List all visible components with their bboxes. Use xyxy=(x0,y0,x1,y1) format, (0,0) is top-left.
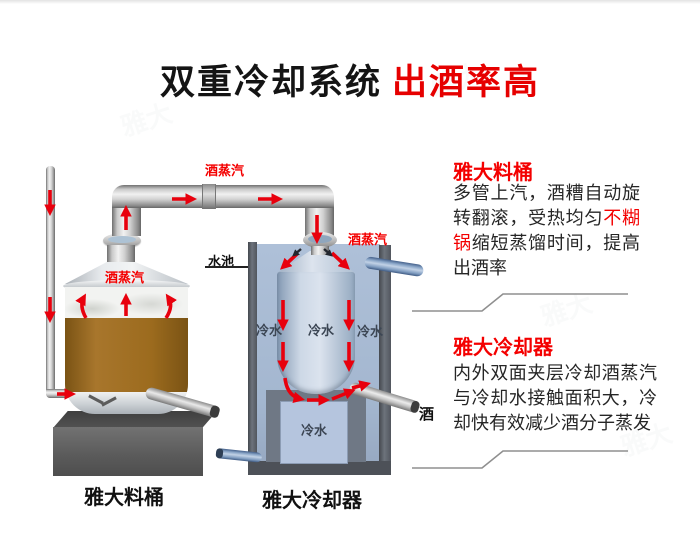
section1-heading: 雅大料桶 xyxy=(453,162,533,184)
cold-water-label-right: 冷水 xyxy=(357,324,384,339)
barrel-caption: 雅大料桶 xyxy=(84,487,164,509)
cooler-wall-right xyxy=(379,245,391,475)
section1-body: 多管上汽，酒糟自动旋转翻滚，受热均匀不糊锅缩短蒸馏时间，提高出酒率 xyxy=(453,181,640,281)
page-title-red: 出酒率高 xyxy=(392,63,541,102)
liquor-label: 酒 xyxy=(419,406,435,423)
section1-body-highlight: 不糊锅 xyxy=(453,208,641,253)
cooler-neck xyxy=(311,246,329,255)
stove-base-top xyxy=(53,411,217,428)
section-divider xyxy=(412,450,628,469)
section2-body: 内外双面夹层冷却酒蒸汽与冷却水接触面积大，冷却快有效减少酒分子蒸发 xyxy=(453,363,657,433)
water-pool-label: 水池 xyxy=(208,254,235,269)
condenser-cylinder xyxy=(277,272,355,394)
cooler-cold-water-box xyxy=(280,401,348,464)
pipe-end-cap xyxy=(208,404,221,419)
section1-body-part2: 缩短蒸馏时间，提高出酒率 xyxy=(453,233,641,278)
steam-pipe-horizontal xyxy=(112,185,334,208)
cooler-caption: 雅大冷却器 xyxy=(262,490,362,512)
steam-label-top: 酒蒸汽 xyxy=(205,163,245,178)
section2-heading: 雅大冷却器 xyxy=(453,337,553,359)
page-title: 双重冷却系统出酒率高 xyxy=(0,54,700,105)
cold-water-label-bottom: 冷水 xyxy=(301,423,328,438)
cooler-wall-left xyxy=(248,242,257,475)
cold-water-label-center: 冷水 xyxy=(308,323,335,338)
barrel-liquid xyxy=(65,318,188,392)
section-divider xyxy=(412,293,628,312)
barrel-neck-opening xyxy=(108,236,136,243)
pipe-end-cap xyxy=(215,448,224,459)
feed-pipe-vertical xyxy=(46,166,55,395)
barrel-steam-zone xyxy=(65,287,188,318)
steam-label-barrel: 酒蒸汽 xyxy=(105,270,145,285)
stove-base-front xyxy=(53,427,203,476)
steam-label-cooler: 酒蒸汽 xyxy=(348,232,388,247)
cold-water-label-left: 冷水 xyxy=(256,323,283,338)
page-title-black: 双重冷却系统 xyxy=(159,63,382,102)
steam-pipe-coupling xyxy=(202,184,216,209)
section1-body-part1: 多管上汽，酒糟自动旋转翻滚，受热均匀 xyxy=(453,183,640,228)
water-pool-underline xyxy=(205,266,248,268)
barrel-neck xyxy=(107,245,135,263)
cooler-neck-opening xyxy=(308,235,332,243)
cooler-floor xyxy=(248,461,391,475)
